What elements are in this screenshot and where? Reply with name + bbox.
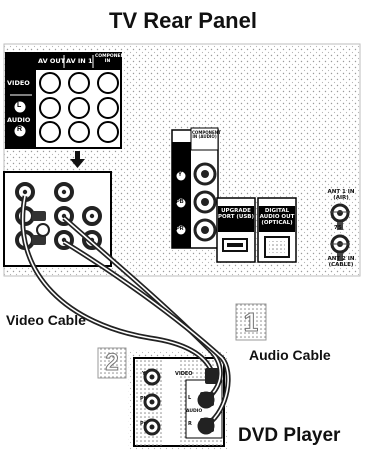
dvd-pb-label: Pb — [140, 396, 148, 402]
av-in1-label: AV IN 1 — [66, 57, 93, 65]
upgrade-port — [216, 197, 256, 263]
upgrade-port-label: UPGRADE PORT (USB) — [218, 208, 255, 221]
step-2-number: 2 — [105, 349, 119, 377]
y-jack-label: Y — [178, 172, 183, 178]
dvd-audio-label: AUDIO — [186, 409, 203, 414]
l-row-label: L — [17, 102, 22, 109]
video-cable — [20, 195, 219, 384]
antenna-jacks — [330, 203, 350, 261]
step-2-box — [97, 347, 127, 379]
video-row-label: VIDEO — [7, 79, 30, 87]
down-arrow-icon — [70, 151, 85, 168]
step-1-box — [235, 303, 267, 341]
component-in-side-label: COMPONENT IN (AUDIO) — [192, 130, 221, 140]
dvd-r-label: R — [188, 421, 192, 427]
av-out-label: AV OUT — [38, 57, 66, 65]
ohm-label: 75 — [334, 225, 342, 231]
step-1-number: 1 — [243, 307, 259, 338]
ant1-label: ANT 1 IN (AIR) — [327, 189, 355, 201]
diagram-title: TV Rear Panel — [109, 8, 257, 33]
pb-jack-label: PB — [176, 199, 184, 205]
dvd-pr-label: Pr — [140, 421, 147, 427]
pr-jack-label: PR — [176, 226, 184, 232]
digital-audio-out — [257, 197, 297, 263]
dvd-y-label: Y — [142, 371, 146, 377]
r-row-label: R — [17, 126, 23, 133]
jack-block-connectors — [15, 182, 102, 250]
dvd-l-label: L — [188, 395, 192, 401]
component-in-top-label: COMPONENT IN — [95, 54, 128, 64]
audio-cable-label: Audio Cable — [249, 347, 331, 363]
dvd-player-label: DVD Player — [238, 425, 341, 446]
digital-audio-out-label: DIGITAL AUDIO OUT (OPTICAL) — [259, 208, 295, 227]
cables — [20, 195, 231, 432]
ant2-label: ANT 2 IN (CABLE) — [327, 256, 355, 268]
audio-cable — [62, 216, 231, 432]
audio-row-label: AUDIO — [7, 116, 31, 124]
av-jack-table — [5, 52, 122, 149]
dvd-video-label: VIDEO — [175, 371, 193, 377]
jack-block — [3, 171, 112, 267]
video-cable-label: Video Cable — [6, 312, 86, 328]
component-in-strip — [171, 127, 219, 249]
